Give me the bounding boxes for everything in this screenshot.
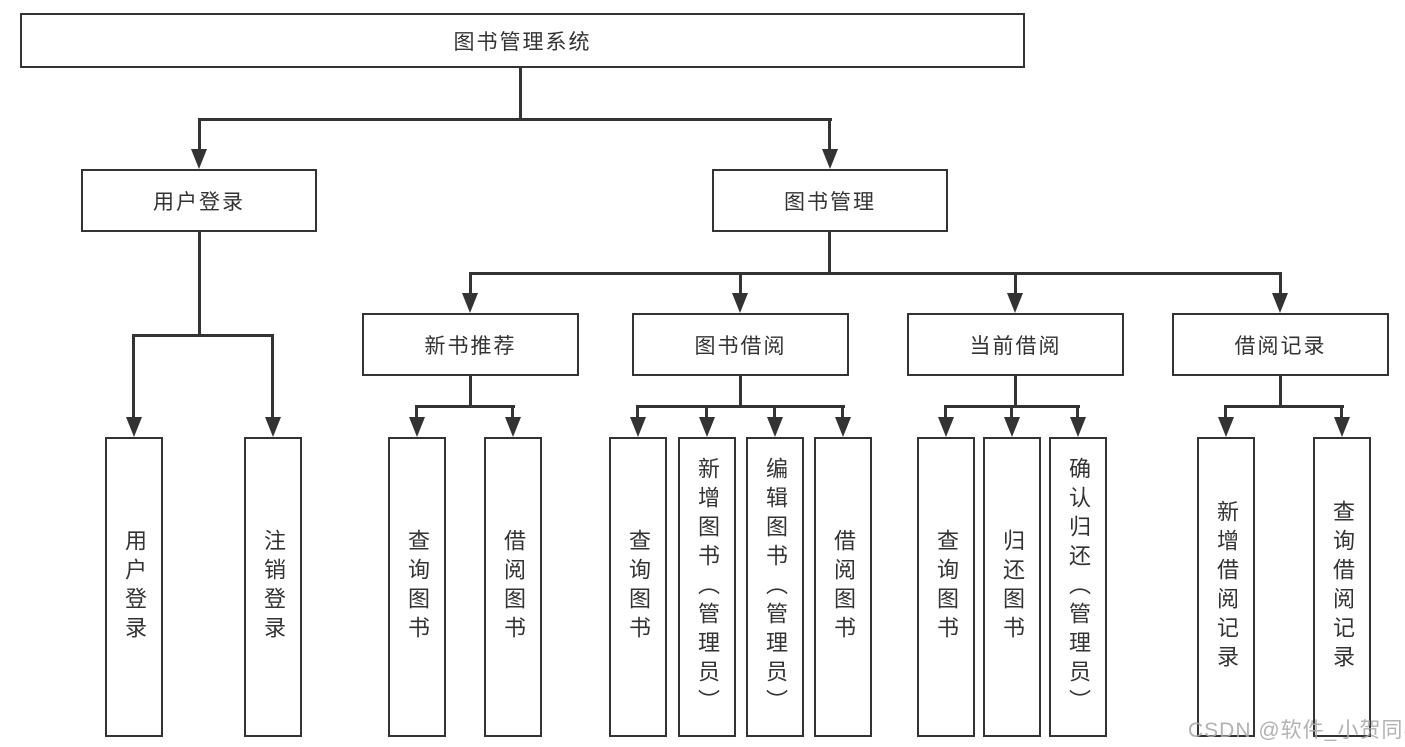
node-borrow-records: 借阅记录 <box>1172 313 1389 376</box>
arrow-down-icon <box>1272 293 1288 313</box>
connector-book-mgmt-stem <box>828 231 831 274</box>
csdn-watermark: CSDN @软件_小贺同学 <box>1188 719 1405 742</box>
connector-to-leaf-user-login <box>132 334 135 418</box>
connector-group3-stem <box>1014 375 1017 407</box>
connector-group1-leaf2 <box>511 405 514 419</box>
arrow-down-icon <box>835 417 851 437</box>
arrow-down-icon <box>1004 417 1020 437</box>
leaf-confirm-return-admin: 确认归还（管理员） <box>1049 437 1107 737</box>
connector-group2-leaf4 <box>841 405 844 419</box>
leaf-query-books-borrow: 查询图书 <box>609 437 667 737</box>
arrow-down-icon <box>630 417 646 437</box>
leaf-add-borrow-record: 新增借阅记录 <box>1197 437 1255 737</box>
connector-user-login-branch <box>132 334 274 337</box>
node-user-login: 用户登录 <box>81 169 317 232</box>
connector-group1-stem <box>469 375 472 407</box>
connector-to-book-borrow <box>739 272 742 295</box>
arrow-down-icon <box>265 417 281 437</box>
connector-level2-branch <box>198 118 832 121</box>
connector-level3-branch <box>469 272 1282 275</box>
connector-group1-leaf1 <box>415 405 418 419</box>
connector-group4-leaf2 <box>1340 405 1343 419</box>
arrow-down-icon <box>699 417 715 437</box>
leaf-user-login: 用户登录 <box>105 437 163 737</box>
arrow-down-icon <box>462 293 478 313</box>
connector-group2-branch <box>636 405 845 408</box>
leaf-edit-books-admin: 编辑图书（管理员） <box>746 437 804 737</box>
arrow-down-icon <box>126 417 142 437</box>
arrow-down-icon <box>191 149 207 169</box>
leaf-query-borrow-record: 查询借阅记录 <box>1313 437 1371 737</box>
connector-to-leaf-logout <box>271 334 274 418</box>
arrow-down-icon <box>1218 417 1234 437</box>
connector-group1-branch <box>415 405 515 408</box>
connector-group4-stem <box>1279 375 1282 407</box>
leaf-borrow-books: 借阅图书 <box>814 437 872 737</box>
connector-group4-branch <box>1224 405 1344 408</box>
connector-group2-leaf1 <box>636 405 639 419</box>
node-current-borrow: 当前借阅 <box>907 313 1124 376</box>
arrow-down-icon <box>409 417 425 437</box>
connector-group2-leaf3 <box>773 405 776 419</box>
connector-group4-leaf1 <box>1224 405 1227 419</box>
arrow-down-icon <box>732 293 748 313</box>
arrow-down-icon <box>1007 293 1023 313</box>
leaf-query-books-recommend: 查询图书 <box>388 437 446 737</box>
leaf-query-books-current: 查询图书 <box>917 437 975 737</box>
connector-root-trunk <box>519 67 522 119</box>
leaf-borrow-books-recommend: 借阅图书 <box>484 437 542 737</box>
leaf-return-books: 归还图书 <box>983 437 1041 737</box>
connector-group3-leaf3 <box>1076 405 1079 419</box>
arrow-down-icon <box>1334 417 1350 437</box>
arrow-down-icon <box>822 149 838 169</box>
connector-user-login-stem <box>198 231 201 336</box>
connector-to-current-borrow <box>1014 272 1017 295</box>
connector-group2-stem <box>739 375 742 407</box>
connector-to-borrow-records <box>1279 272 1282 295</box>
node-book-management: 图书管理 <box>712 169 948 232</box>
arrow-down-icon <box>767 417 783 437</box>
connector-group3-leaf1 <box>944 405 947 419</box>
arrow-down-icon <box>505 417 521 437</box>
arrow-down-icon <box>938 417 954 437</box>
leaf-add-books-admin: 新增图书（管理员） <box>678 437 736 737</box>
node-new-book-recommend: 新书推荐 <box>362 313 579 376</box>
node-root-library-system: 图书管理系统 <box>20 13 1025 68</box>
arrow-down-icon <box>1070 417 1086 437</box>
connector-to-user-login <box>198 118 201 150</box>
connector-group2-leaf2 <box>705 405 708 419</box>
node-book-borrow: 图书借阅 <box>632 313 849 376</box>
leaf-logout: 注销登录 <box>244 437 302 737</box>
connector-to-book-management <box>828 118 831 150</box>
connector-group3-leaf2 <box>1010 405 1013 419</box>
connector-to-new-book <box>469 272 472 295</box>
